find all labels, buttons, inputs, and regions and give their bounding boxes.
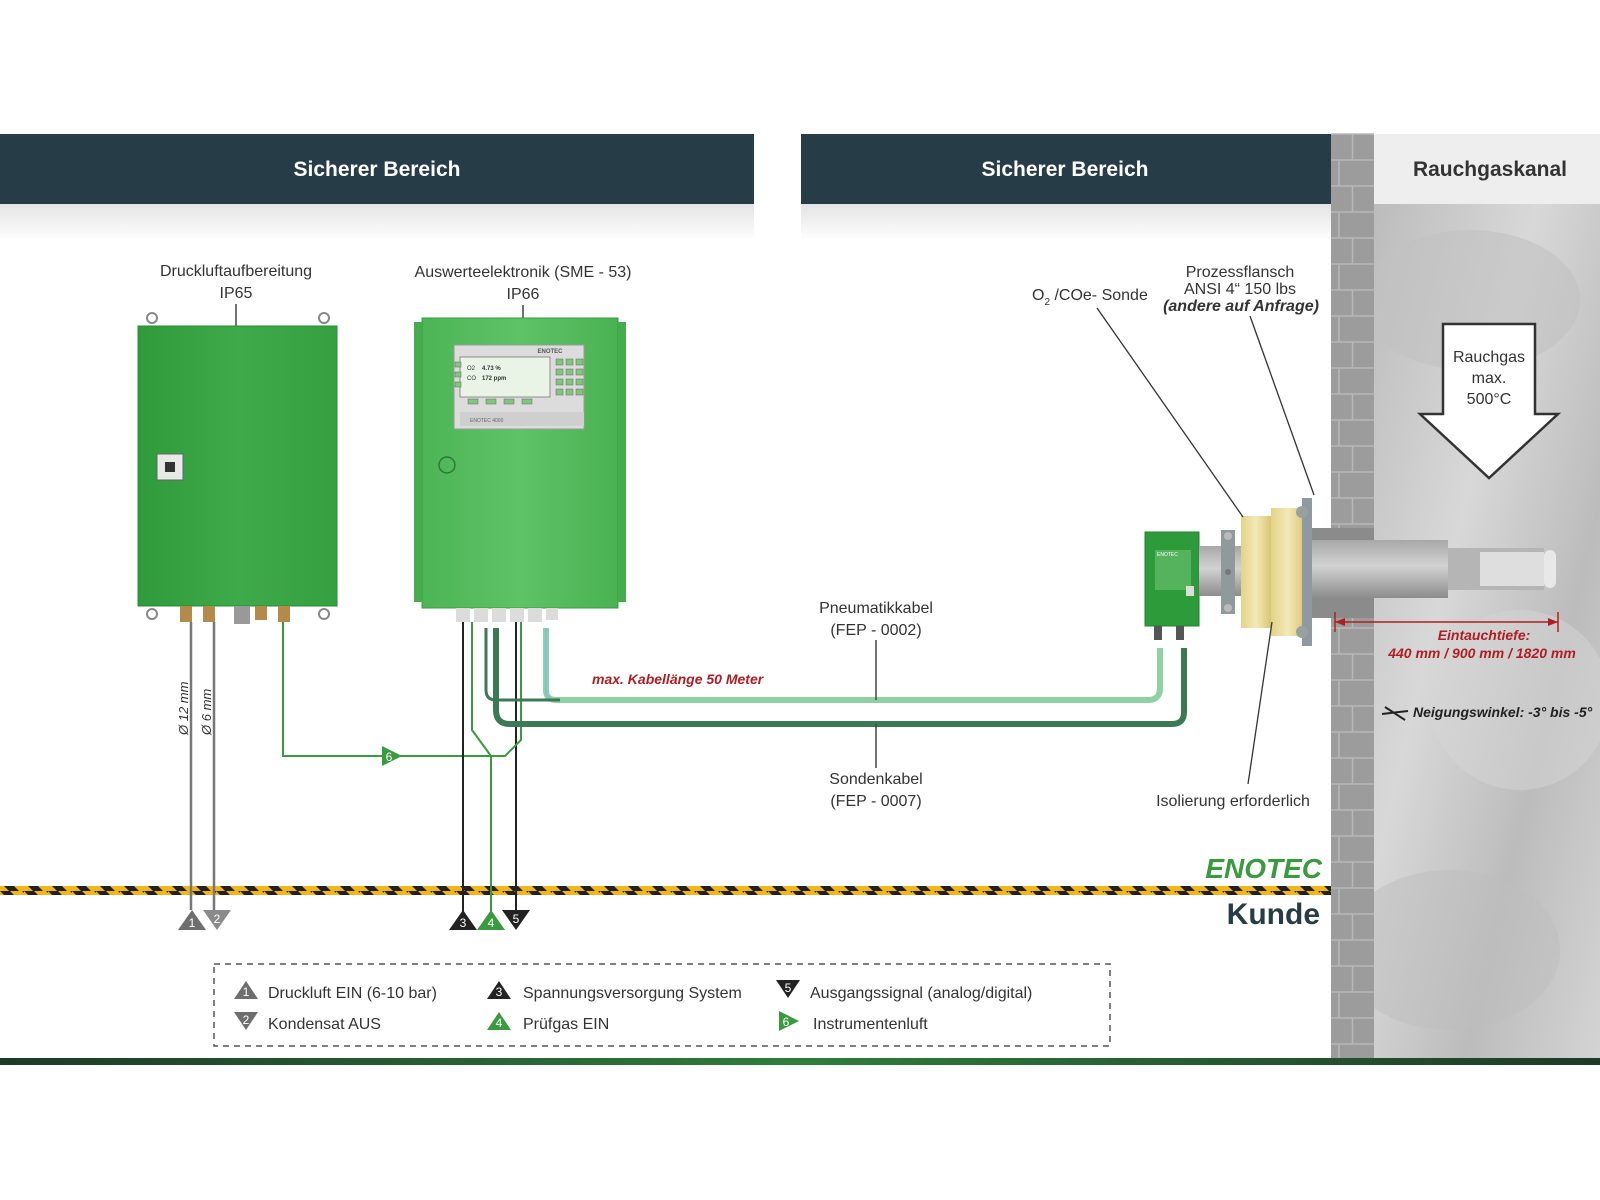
svg-text:Kondensat AUS: Kondensat AUS: [268, 1016, 381, 1033]
flue-gas-label-1: Rauchgas: [1453, 349, 1525, 366]
air-preparation-unit: Druckluftaufbereitung IP65: [137, 263, 338, 624]
svg-text:5: 5: [513, 912, 520, 926]
legend-item-3: 3 Spannungsversorgung System: [487, 981, 742, 1002]
flue-gas-label-2: max.: [1472, 370, 1507, 387]
probe-tube: [1312, 540, 1448, 598]
marker-1: 1: [178, 910, 206, 930]
legend: 1 Druckluft EIN (6-10 bar) 2 Kondensat A…: [213, 963, 1111, 1047]
header-right-title: Rauchgaskanal: [1413, 158, 1567, 181]
header-left: Sicherer Bereich: [0, 134, 754, 240]
legend-item-5: 5 Ausgangssignal (analog/digital): [776, 980, 1032, 1002]
inclination-label: Neigungswinkel: -3° bis -5°: [1413, 704, 1593, 720]
svg-text:3: 3: [460, 916, 467, 930]
display-co-value: 172 ppm: [482, 376, 506, 382]
air-prep-rating: IP65: [220, 285, 253, 302]
marker-4: 4: [477, 910, 505, 930]
svg-text:6: 6: [386, 750, 393, 764]
flange-label-1: Prozessflansch: [1186, 264, 1295, 281]
probe-assembly: ENOTEC: [1144, 498, 1556, 646]
keypad: [454, 358, 584, 405]
display-brand: ENOTEC: [537, 349, 563, 355]
o2-probe-label: O2 /COe- Sonde: [1032, 287, 1148, 308]
pneumatic-cable-label-1: Pneumatikkabel: [819, 600, 933, 617]
evaluation-electronics: Auswerteelektronik (SME - 53) IP66 ENOTE…: [414, 264, 631, 622]
electronics-rating: IP66: [507, 286, 540, 303]
zone-kunde: Kunde: [1227, 898, 1320, 931]
svg-text:Prüfgas EIN: Prüfgas EIN: [523, 1016, 609, 1033]
zone-enotec: ENOTEC: [1205, 853, 1322, 884]
hazard-line: [0, 886, 1331, 895]
svg-text:2: 2: [243, 1013, 250, 1027]
diameter-6: Ø 6 mm: [199, 689, 214, 736]
svg-text:4: 4: [488, 916, 495, 930]
legend-item-4: 4 Prüfgas EIN: [487, 1012, 609, 1033]
max-cable-length: max. Kabellänge 50 Meter: [592, 671, 765, 687]
legend-item-2: 2 Kondensat AUS: [234, 1012, 381, 1033]
electronics-title: Auswerteelektronik (SME - 53): [415, 264, 632, 281]
display-co-label: CO: [467, 376, 476, 382]
probe-cable-label-2: (FEP - 0007): [830, 793, 921, 810]
svg-text:3: 3: [496, 985, 503, 999]
insulation-label: Isolierung erforderlich: [1156, 793, 1310, 810]
svg-text:Ausgangssignal (analog/digital: Ausgangssignal (analog/digital): [810, 985, 1032, 1002]
svg-text:2: 2: [214, 912, 221, 926]
svg-text:Spannungsversorgung System: Spannungsversorgung System: [523, 985, 742, 1002]
bottom-bar: [0, 1058, 1600, 1065]
svg-text:Druckluft EIN (6-10 bar): Druckluft EIN (6-10 bar): [268, 985, 437, 1002]
display-o2-label: O2: [467, 366, 476, 372]
header-left-title: Sicherer Bereich: [294, 158, 461, 181]
inclination: Neigungswinkel: -3° bis -5°: [1381, 704, 1593, 721]
flange-label-3: (andere auf Anfrage): [1163, 298, 1319, 315]
marker-6: 6: [382, 746, 402, 766]
model-plate: ENOTEC 4000: [470, 418, 504, 424]
svg-text:6: 6: [783, 1015, 790, 1029]
marker-3: 3: [449, 910, 477, 930]
flue-gas-label-3: 500°C: [1467, 391, 1512, 408]
svg-text:Instrumentenluft: Instrumentenluft: [813, 1016, 928, 1033]
probe-box-brand: ENOTEC: [1157, 552, 1178, 558]
marker-2: 2: [203, 910, 231, 930]
legend-item-6: 6 Instrumentenluft: [779, 1011, 928, 1033]
ground-icon: [438, 456, 456, 474]
depth-values: 440 mm / 900 mm / 1820 mm: [1387, 645, 1576, 661]
depth-label: Eintauchtiefe:: [1438, 627, 1531, 643]
flange-label-2: ANSI 4“ 150 lbs: [1184, 281, 1296, 298]
diameter-12: Ø 12 mm: [176, 681, 191, 736]
pneumatic-cable-label-2: (FEP - 0002): [830, 622, 921, 639]
svg-text:5: 5: [785, 981, 792, 995]
marker-5: 5: [502, 910, 530, 930]
legend-item-1: 1 Druckluft EIN (6-10 bar): [234, 981, 437, 1002]
immersion-depth: Eintauchtiefe: 440 mm / 900 mm / 1820 mm: [1334, 612, 1576, 661]
air-prep-title: Druckluftaufbereitung: [160, 263, 312, 280]
flue-duct: Rauchgaskanal: [1340, 134, 1600, 1058]
display-o2-value: 4.73 %: [482, 366, 501, 372]
svg-text:1: 1: [243, 985, 250, 999]
probe-cable-label-1: Sondenkabel: [829, 771, 922, 788]
probe-cable: [484, 628, 1187, 727]
header-middle-title: Sicherer Bereich: [982, 158, 1149, 181]
air-prep-lines: [189, 622, 493, 910]
svg-text:1: 1: [189, 916, 196, 930]
svg-text:4: 4: [496, 1016, 503, 1030]
flue-gas-arrow: Rauchgas max. 500°C: [1416, 322, 1562, 480]
electronics-lines: [462, 622, 522, 912]
header-middle: Sicherer Bereich: [801, 134, 1331, 240]
